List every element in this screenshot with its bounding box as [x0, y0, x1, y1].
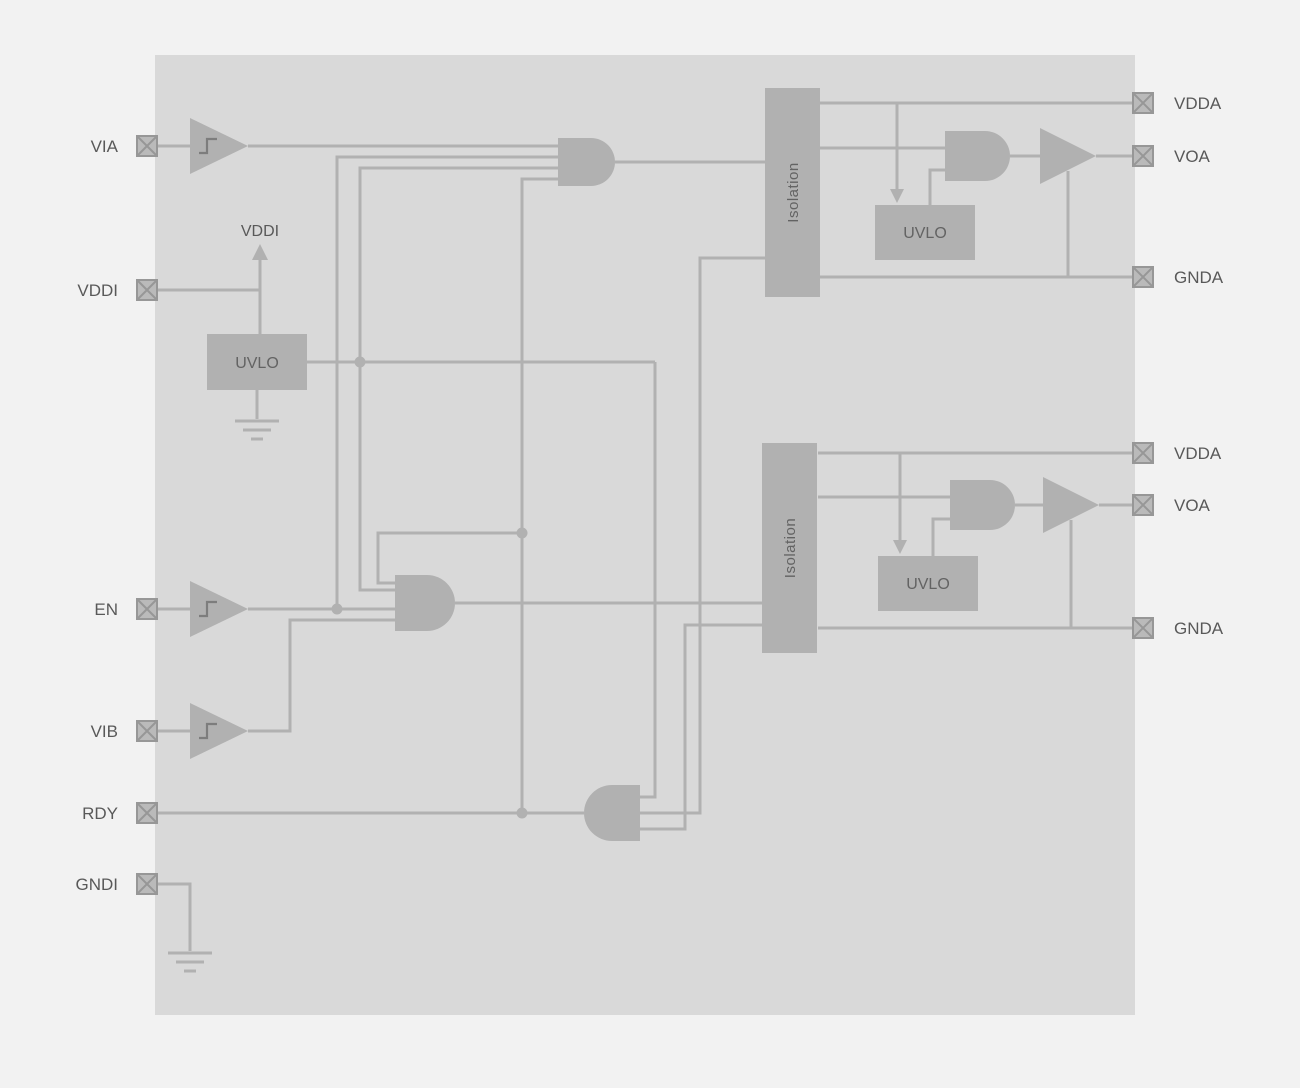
pin-gnda-b: [1132, 617, 1154, 639]
pin-voa-b: [1132, 494, 1154, 516]
pin-x-icon: [1132, 92, 1154, 114]
junction-dot-feedback: [516, 527, 528, 539]
pin-label-gndi: GNDI: [76, 875, 119, 894]
and-gate-output-a: [945, 131, 1010, 181]
pin-x-icon: [1132, 494, 1154, 516]
uvlo-input-label: UVLO: [235, 355, 279, 372]
isolation-barrier-b: Isolation: [762, 443, 817, 653]
pin-x-icon: [136, 598, 158, 620]
pin-x-icon: [136, 802, 158, 824]
pin-vib: [136, 720, 158, 742]
pin-gnda-a: [1132, 266, 1154, 288]
wire-gndi: [157, 882, 192, 951]
pin-label-vdda-b: VDDA: [1174, 444, 1222, 463]
wire-vib-signal: [248, 618, 395, 733]
isolation-a-label: Isolation: [785, 162, 802, 222]
wire-uvlo-branch-up: [358, 166, 558, 362]
uvlo-input-block: UVLO: [207, 334, 307, 390]
wire-uvlo-branch-down: [358, 362, 395, 592]
vddi-arrowhead-icon: [252, 244, 268, 260]
uvlo-output-a-block: UVLO: [875, 205, 975, 260]
junction-dot-uvlo: [354, 356, 366, 368]
pin-rdy: [136, 802, 158, 824]
pin-label-vddi: VDDI: [77, 281, 118, 300]
wire-uvlo-a-to-gate: [928, 168, 945, 205]
schmitt-buffer-en: [190, 581, 248, 637]
junction-dot-rdy: [516, 807, 528, 819]
and-gate-channel-b: [395, 575, 455, 631]
pin-voa-a: [1132, 145, 1154, 167]
uvlo-output-a-label: UVLO: [903, 225, 947, 242]
pin-label-gnda-a: GNDA: [1174, 268, 1224, 287]
isolation-barrier-a: Isolation: [765, 88, 820, 297]
and-gate-output-b: [950, 480, 1015, 530]
hysteresis-icon: [199, 137, 217, 155]
pin-gndi: [136, 873, 158, 895]
pin-vdda-b: [1132, 442, 1154, 464]
ground-symbol-gndi: [168, 951, 212, 973]
pin-label-rdy: RDY: [82, 804, 118, 823]
pin-label-voa-a: VOA: [1174, 147, 1211, 166]
pin-x-icon: [1132, 617, 1154, 639]
uvlo-output-b-label: UVLO: [906, 576, 950, 593]
pin-label-voa-b: VOA: [1174, 496, 1211, 515]
output-buffer-a: [1040, 128, 1096, 184]
hysteresis-icon: [199, 722, 217, 740]
chip-body: [155, 55, 1135, 1015]
wire-uvlo-b-to-gate: [931, 517, 950, 556]
wire-uvlo-to-ready-gate: [640, 362, 657, 799]
wire-rdy-feedback-mid: [376, 531, 522, 585]
pin-x-icon: [1132, 442, 1154, 464]
wire-ready-a-return: [640, 256, 765, 815]
ground-symbol-uvlo-input: [235, 390, 279, 441]
uvlo-b-arrowhead-icon: [893, 540, 907, 554]
uvlo-a-arrowhead-icon: [890, 189, 904, 203]
pin-en: [136, 598, 158, 620]
pin-label-en: EN: [94, 600, 118, 619]
pin-label-vdda-a: VDDA: [1174, 94, 1222, 113]
and-gate-ready: [584, 785, 640, 841]
wire-ready-b-return: [640, 623, 762, 831]
pin-label-gnda-b: GNDA: [1174, 619, 1224, 638]
pin-x-icon: [136, 720, 158, 742]
isolation-b-label: Isolation: [782, 518, 799, 578]
uvlo-output-b-block: UVLO: [878, 556, 978, 611]
pin-vdda-a: [1132, 92, 1154, 114]
pin-label-vib: VIB: [91, 722, 118, 741]
hysteresis-icon: [199, 600, 217, 618]
pin-x-icon: [136, 873, 158, 895]
junction-dot-en: [331, 603, 343, 615]
output-buffer-b: [1043, 477, 1099, 533]
schmitt-buffer-vib: [190, 703, 248, 759]
pin-x-icon: [136, 279, 158, 301]
wire-en-branch-up: [335, 155, 558, 609]
pin-via: [136, 135, 158, 157]
pin-x-icon: [136, 135, 158, 157]
pin-label-via: VIA: [91, 137, 119, 156]
pin-x-icon: [1132, 266, 1154, 288]
pin-x-icon: [1132, 145, 1154, 167]
vddi-rail-label: VDDI: [241, 223, 279, 240]
schmitt-buffer-via: [190, 118, 248, 174]
and-gate-channel-a: [558, 138, 615, 186]
pin-vddi: [136, 279, 158, 301]
